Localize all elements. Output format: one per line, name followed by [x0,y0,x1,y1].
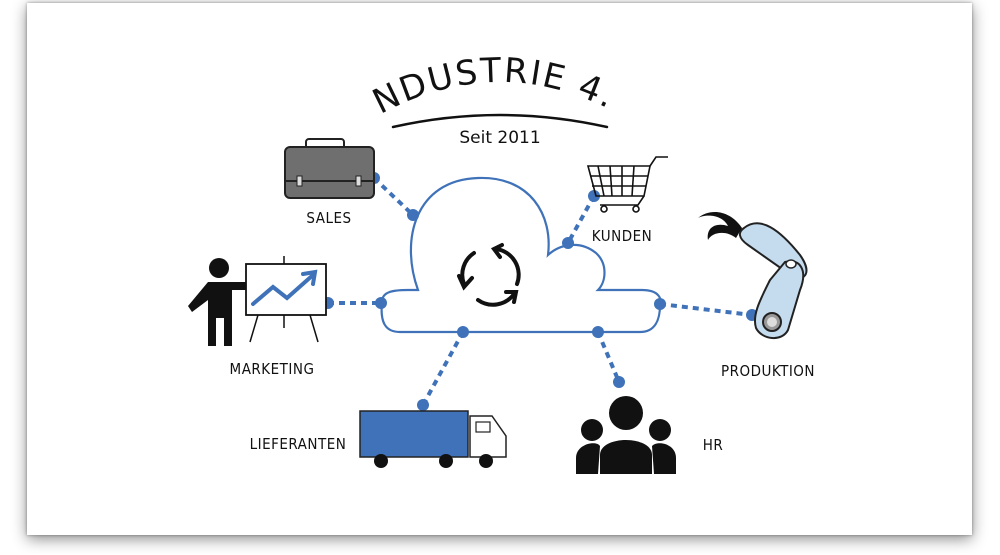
label-produktion: PRODUKTION [721,362,815,380]
connectors [328,176,753,406]
node-lieferanten: LIEFERANTEN [250,410,507,468]
node-marketing: MARKETING [188,256,327,378]
cloud-shape [380,176,662,334]
connector-hr [596,331,621,383]
node-produktion: PRODUKTION [698,212,815,380]
briefcase-icon [284,138,375,199]
people-group-icon [576,396,676,474]
label-lieferanten: LIEFERANTEN [250,435,347,453]
subtitle-text: Seit 2011 [459,128,540,148]
label-hr: HR [703,436,724,454]
shopping-cart-icon [586,156,668,213]
title-text: INDUSTRIE 4.0 [0,0,623,122]
title-group: INDUSTRIE 4.0 Seit 2011 [0,0,623,148]
presenter-chart-icon [188,256,327,346]
connector-kunden [566,195,596,244]
label-kunden: KUNDEN [592,227,652,245]
cycle-arrows-icon [457,243,521,307]
node-hr: HR [576,396,723,474]
robot-arm-icon [698,212,808,339]
title-underline [391,113,609,129]
label-sales: SALES [306,209,351,227]
truck-icon [359,410,507,468]
label-marketing: MARKETING [230,360,315,378]
node-kunden: KUNDEN [586,156,668,245]
connector-produktion [659,302,753,317]
connector-lieferanten [421,331,465,406]
connector-sales [372,176,415,217]
node-sales: SALES [284,138,375,227]
